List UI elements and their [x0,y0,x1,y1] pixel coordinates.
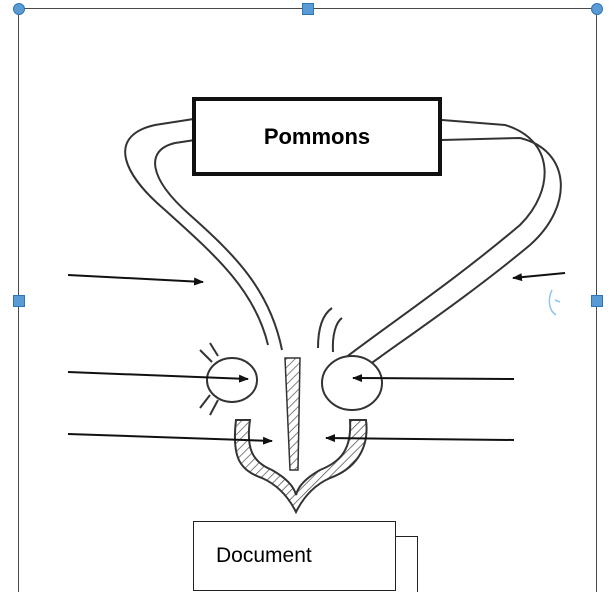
septum [285,358,300,470]
title-label-box[interactable]: Pommons [192,97,442,176]
right-vessel-stub [318,308,342,352]
document-text-box[interactable]: Document [193,521,396,591]
document-label: Document [216,544,312,568]
scan-artifact [549,290,560,315]
right-atrium [322,356,382,410]
document-box-connector [396,536,418,592]
left-atrium [207,358,257,402]
arrow-left-upper [68,275,203,282]
arrow-right-middle [353,378,514,379]
title-label: Pommons [264,124,370,150]
ventricle-wall [235,420,367,512]
arrow-right-upper [513,273,565,278]
